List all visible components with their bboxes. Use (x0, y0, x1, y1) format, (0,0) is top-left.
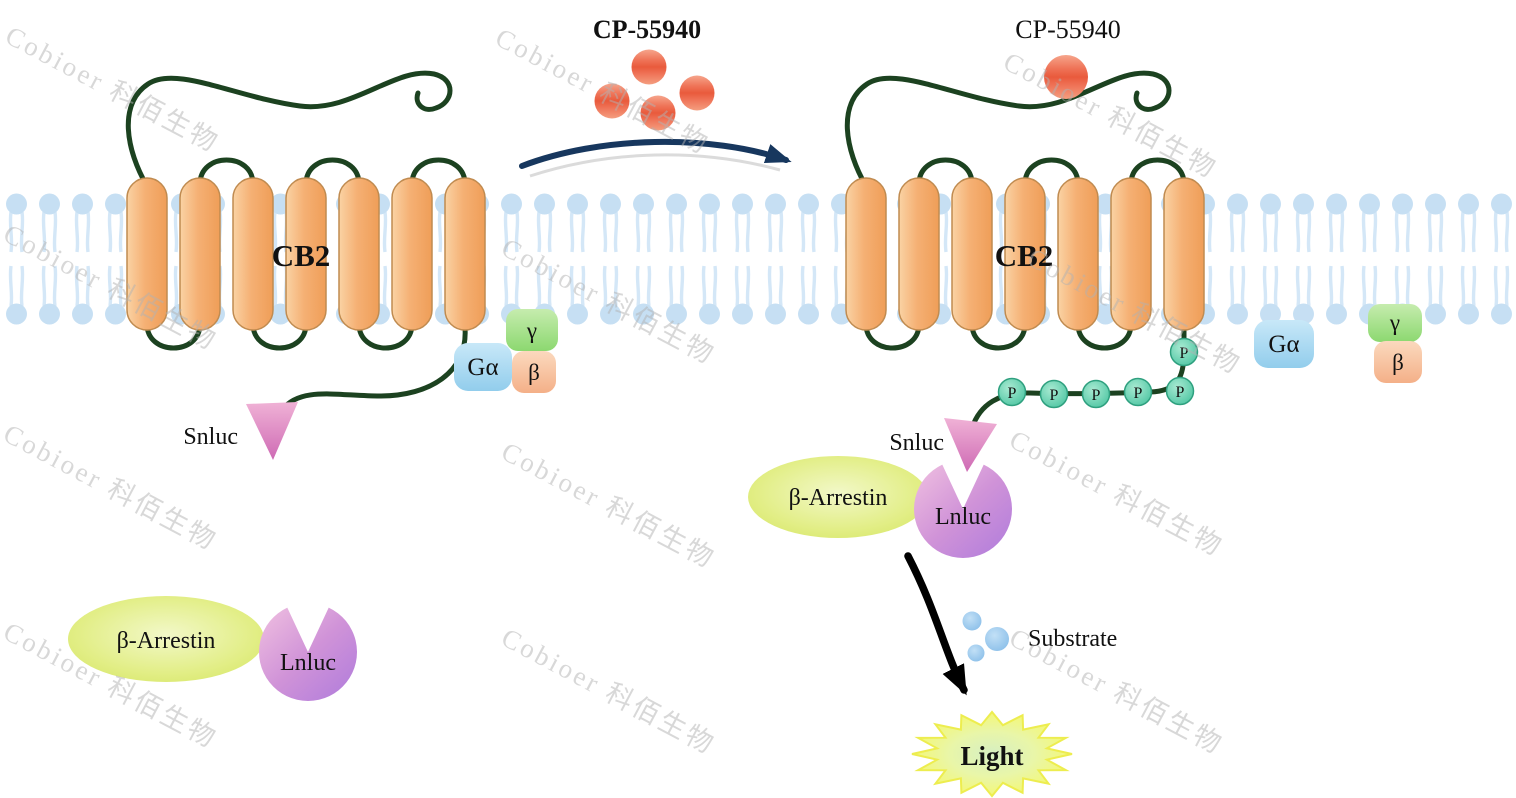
phospho-label: P (1134, 385, 1143, 402)
g-alpha-subunit (1254, 320, 1314, 368)
substrate-label: Substrate (1028, 626, 1117, 652)
snluc-triangle (246, 402, 298, 460)
ligand-molecule-bound (1044, 55, 1088, 99)
beta-arrestin-label: β-Arrestin (117, 628, 216, 654)
starburst-shape (911, 710, 1073, 798)
substrate-molecule (962, 611, 982, 631)
tm-helix (951, 177, 993, 331)
beta-arrestin-body (748, 456, 928, 538)
lnluc-pacman (259, 607, 357, 702)
lnluc-label: Lnluc (935, 504, 991, 530)
n-terminus-loop (125, 70, 453, 189)
ligand-molecule (640, 95, 676, 131)
light-label: Light (960, 741, 1023, 771)
ligand-molecule (679, 75, 715, 111)
g-alpha-label: Gα (1268, 331, 1299, 358)
tm-helix (232, 177, 274, 331)
g-gamma-label: γ (526, 318, 537, 343)
arrestin-lnluc-complex-left: β-Arrestin Lnluc (68, 596, 357, 702)
snluc-label: Snluc (889, 430, 944, 456)
extracellular-loop (303, 157, 362, 185)
phospho-label: P (1176, 384, 1185, 401)
extracellular-loop (1128, 157, 1187, 185)
cell-membrane (0, 192, 1516, 326)
cb2-receptor-inactive: CB2 Snluc Gα γ β (125, 70, 558, 460)
receptor-label: CB2 (272, 238, 331, 273)
lnluc-label: Lnluc (280, 650, 336, 676)
g-beta-subunit (1374, 341, 1422, 383)
receptor-label: CB2 (995, 238, 1054, 273)
n-terminus-loop (844, 70, 1172, 189)
membrane-outer-leaflet (0, 192, 1516, 258)
cb2-receptor-active: CB2 CP-55940 P P P P P P Gα γ β (844, 15, 1422, 431)
ligand-molecule (631, 49, 667, 85)
lnluc-pacman (914, 464, 1012, 559)
snluc-label: Snluc (183, 424, 238, 450)
phospho-label: P (1180, 345, 1189, 362)
tm-helix (126, 177, 168, 331)
extracellular-loop (197, 157, 256, 185)
phospho-circle (1123, 377, 1153, 407)
substrate-molecule (967, 644, 985, 662)
tm-helix (338, 177, 380, 331)
tm-helix (1110, 177, 1152, 331)
snluc-triangle (944, 418, 997, 472)
ligand-label-right: CP-55940 (1015, 15, 1120, 44)
ligand-molecule (594, 83, 630, 119)
tm-helix (845, 177, 887, 331)
tm-helix (444, 177, 486, 331)
tm-helix (1163, 177, 1205, 331)
phosphorylation-sites: P P P P P P (997, 337, 1199, 409)
membrane-inner-leaflet (0, 260, 1516, 326)
beta-arrestin-label: β-Arrestin (789, 485, 888, 511)
intracellular-loop (1075, 323, 1134, 351)
activation-arrow (519, 138, 792, 169)
phospho-label: P (1050, 387, 1059, 404)
phospho-circle (997, 377, 1027, 407)
intracellular-loop (356, 323, 415, 351)
g-beta-subunit (512, 351, 556, 393)
tm-helix (1004, 177, 1046, 331)
ligand-label-left: CP-55940 (593, 15, 701, 44)
tm-helix (179, 177, 221, 331)
g-beta-label: β (528, 360, 540, 385)
arrestin-lnluc-complex-right: Snluc β-Arrestin Lnluc (748, 418, 1012, 559)
g-alpha-subunit (454, 343, 512, 391)
intracellular-loop (144, 323, 203, 351)
tm-helix (1057, 177, 1099, 331)
phospho-label: P (1092, 387, 1101, 404)
g-alpha-label: Gα (467, 354, 498, 381)
g-gamma-label: γ (1389, 310, 1400, 335)
activation-arrow-shadow (529, 153, 781, 178)
beta-arrestin-body (68, 596, 264, 682)
c-terminus-phospho-chain (969, 325, 1187, 431)
phospho-circle (1081, 379, 1111, 409)
g-beta-label: β (1392, 350, 1404, 375)
substrate-molecule (985, 627, 1009, 651)
phospho-circle (1039, 379, 1069, 409)
extracellular-loop (1022, 157, 1081, 185)
c-terminus-tail (279, 325, 468, 413)
tm-helix (898, 177, 940, 331)
phospho-label: P (1008, 385, 1017, 402)
extracellular-loop (916, 157, 975, 185)
intracellular-loop (863, 323, 922, 351)
reaction-arrow (904, 552, 968, 696)
g-gamma-subunit (506, 309, 558, 351)
intracellular-loop (250, 323, 309, 351)
g-gamma-subunit (1368, 304, 1422, 342)
tm-helix (285, 177, 327, 331)
extracellular-loop (409, 157, 468, 185)
ligand-cluster: CP-55940 (593, 15, 715, 131)
tm-helix (391, 177, 433, 331)
intracellular-loop (969, 323, 1028, 351)
phospho-circle (1165, 376, 1195, 406)
light-burst: Light (911, 710, 1073, 798)
phospho-circle (1169, 337, 1199, 367)
substrate-group: Substrate (962, 611, 1117, 662)
